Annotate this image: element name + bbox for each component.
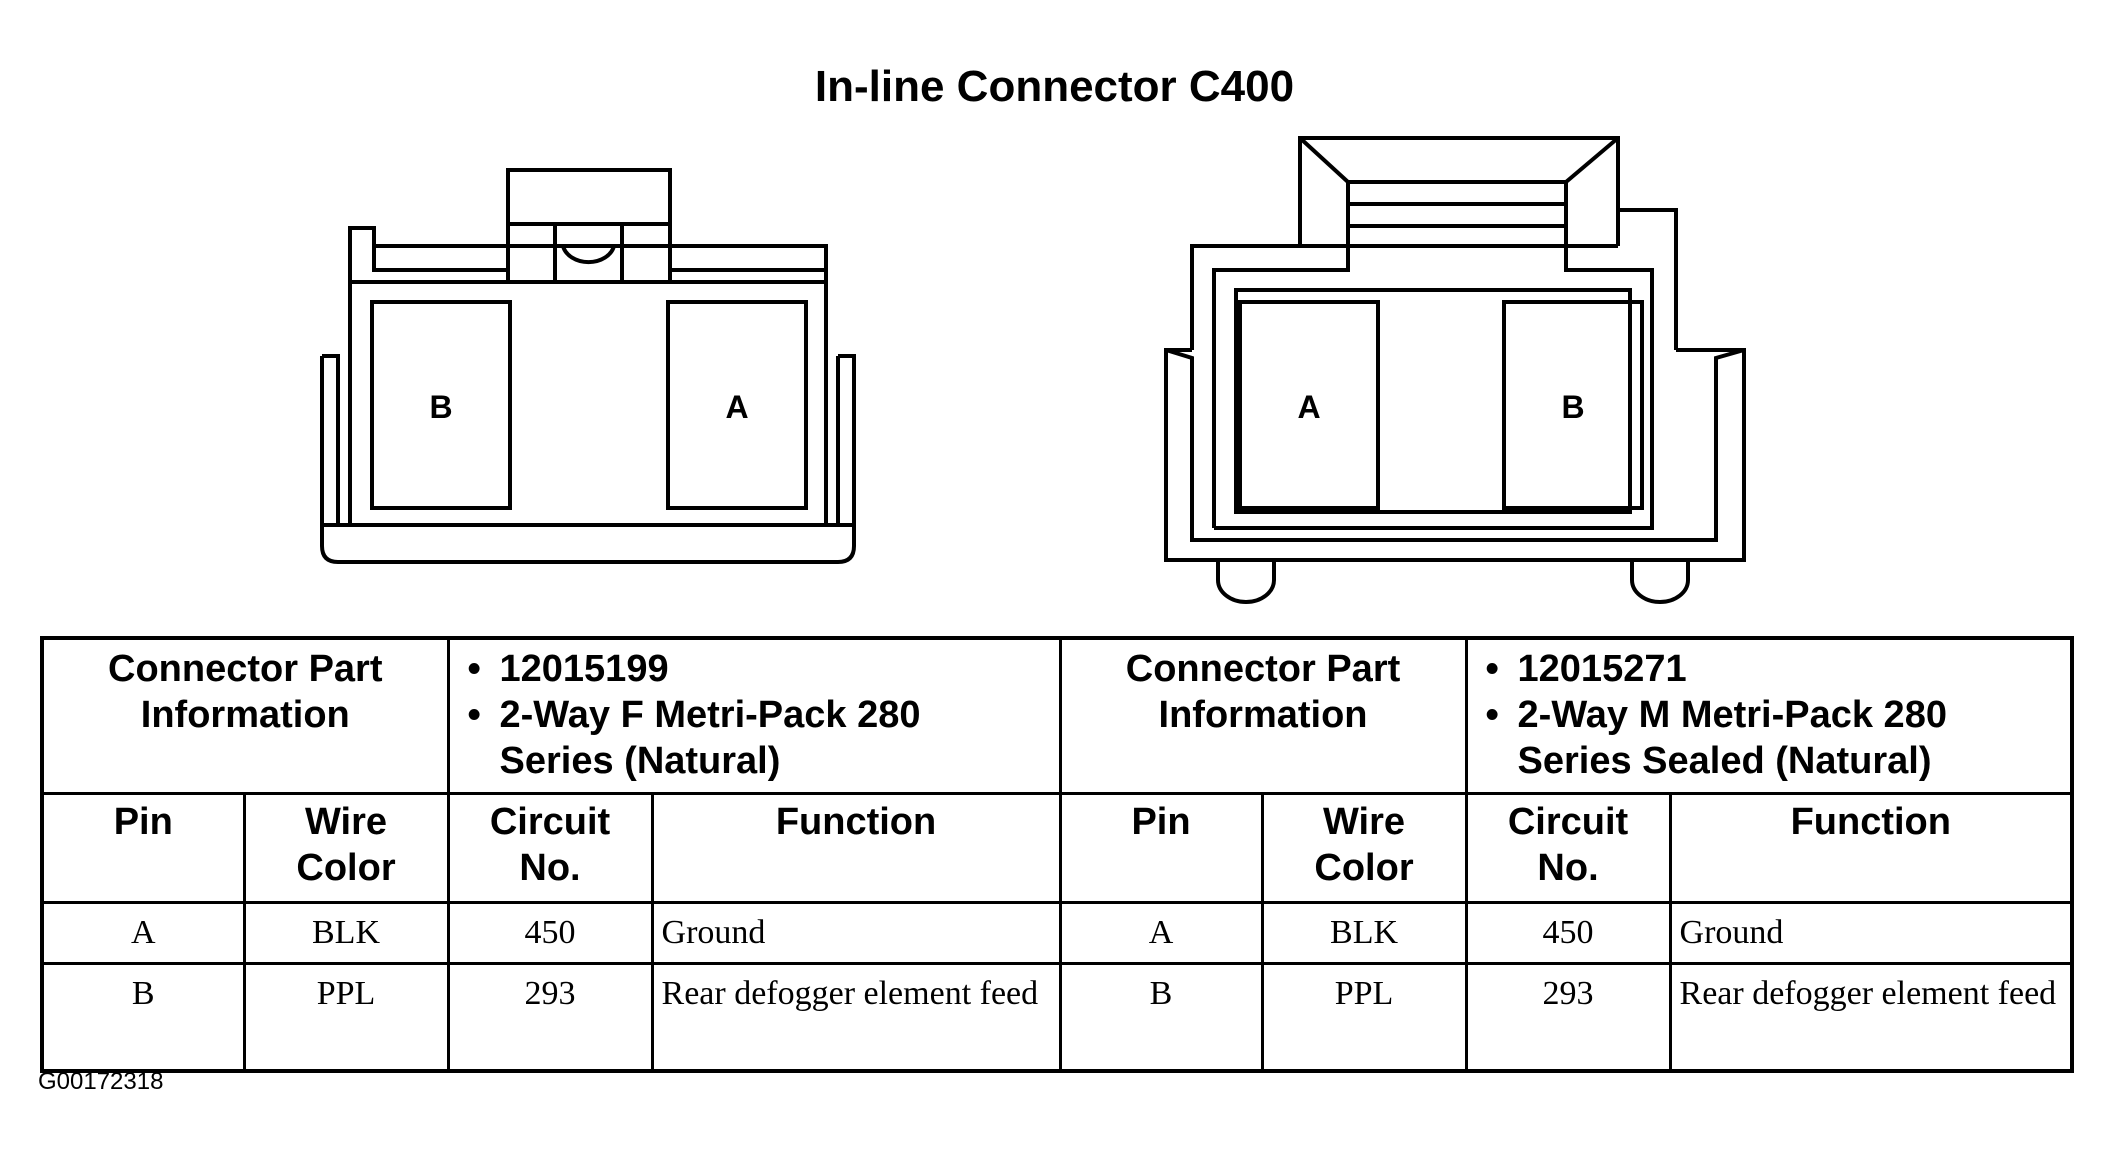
right-pin-cell: B	[1058, 962, 1264, 1073]
left-part-info-label: Connector Part Information	[40, 636, 450, 795]
right-function-cell: Rear defogger element feed	[1668, 962, 2074, 1073]
connector-left-drawing: B A	[320, 168, 856, 564]
diagram-title: In-line Connector C400	[814, 62, 1295, 111]
figure-id: G00172318	[38, 1068, 164, 1095]
right-cavity-label-2: B	[1561, 389, 1584, 425]
right-part-info-label: Connector Part Information	[1058, 636, 1468, 795]
left-pin-cell: A	[40, 901, 246, 965]
left-wire-color-cell: PPL	[242, 962, 450, 1073]
left-part-description: 2-Way F Metri-Pack 280	[499, 694, 921, 736]
left-col-pin: Pin	[40, 792, 246, 904]
right-col-pin: Pin	[1058, 792, 1264, 904]
left-function-cell: Ground	[650, 901, 1062, 965]
bullet: •	[467, 648, 481, 690]
right-pin-cell: A	[1058, 901, 1264, 965]
left-part-series: Series (Natural)	[499, 740, 781, 782]
part-info-row: Connector Part Information • 12015199 • 2-…	[40, 636, 2074, 795]
left-col-function: Function	[650, 792, 1062, 904]
right-circuit-cell: 293	[1464, 962, 1672, 1073]
right-part-info-value: • 12015271 • 2-Way M Metri-Pack 280 Series…	[1464, 636, 2074, 795]
right-circuit-cell: 450	[1464, 901, 1672, 965]
left-cavity-label-1: B	[429, 389, 452, 425]
right-col-function: Function	[1668, 792, 2074, 904]
right-wire-color-cell: BLK	[1260, 901, 1468, 965]
left-part-number: 12015199	[499, 648, 669, 690]
bullet: •	[467, 694, 481, 736]
right-part-number: 12015271	[1517, 648, 1687, 690]
left-circuit-cell: 450	[446, 901, 654, 965]
connector-pinout-table: Connector Part Information • 12015199 • 2-…	[40, 636, 2075, 1073]
left-circuit-cell: 293	[446, 962, 654, 1073]
bullet: •	[1485, 694, 1499, 736]
connector-right-drawing: A B	[1164, 136, 1746, 604]
left-wire-color-cell: BLK	[242, 901, 450, 965]
left-part-info-value: • 12015199 • 2-Way F Metri-Pack 280 Series…	[446, 636, 1062, 795]
table-row: B PPL 293 Rear defogger element feed B P…	[40, 962, 2074, 1073]
table-row: A BLK 450 Ground A BLK 450 Ground	[40, 901, 2074, 965]
left-pin-cell: B	[40, 962, 246, 1073]
left-cavity-label-2: A	[725, 389, 748, 425]
right-part-description: 2-Way M Metri-Pack 280	[1517, 694, 1947, 736]
bullet: •	[1485, 648, 1499, 690]
right-wire-color-cell: PPL	[1260, 962, 1468, 1073]
right-cavity-label-1: A	[1297, 389, 1320, 425]
right-part-series: Series Sealed (Natural)	[1517, 740, 1932, 782]
left-function-cell: Rear defogger element feed	[650, 962, 1062, 1073]
right-function-cell: Ground	[1668, 901, 2074, 965]
